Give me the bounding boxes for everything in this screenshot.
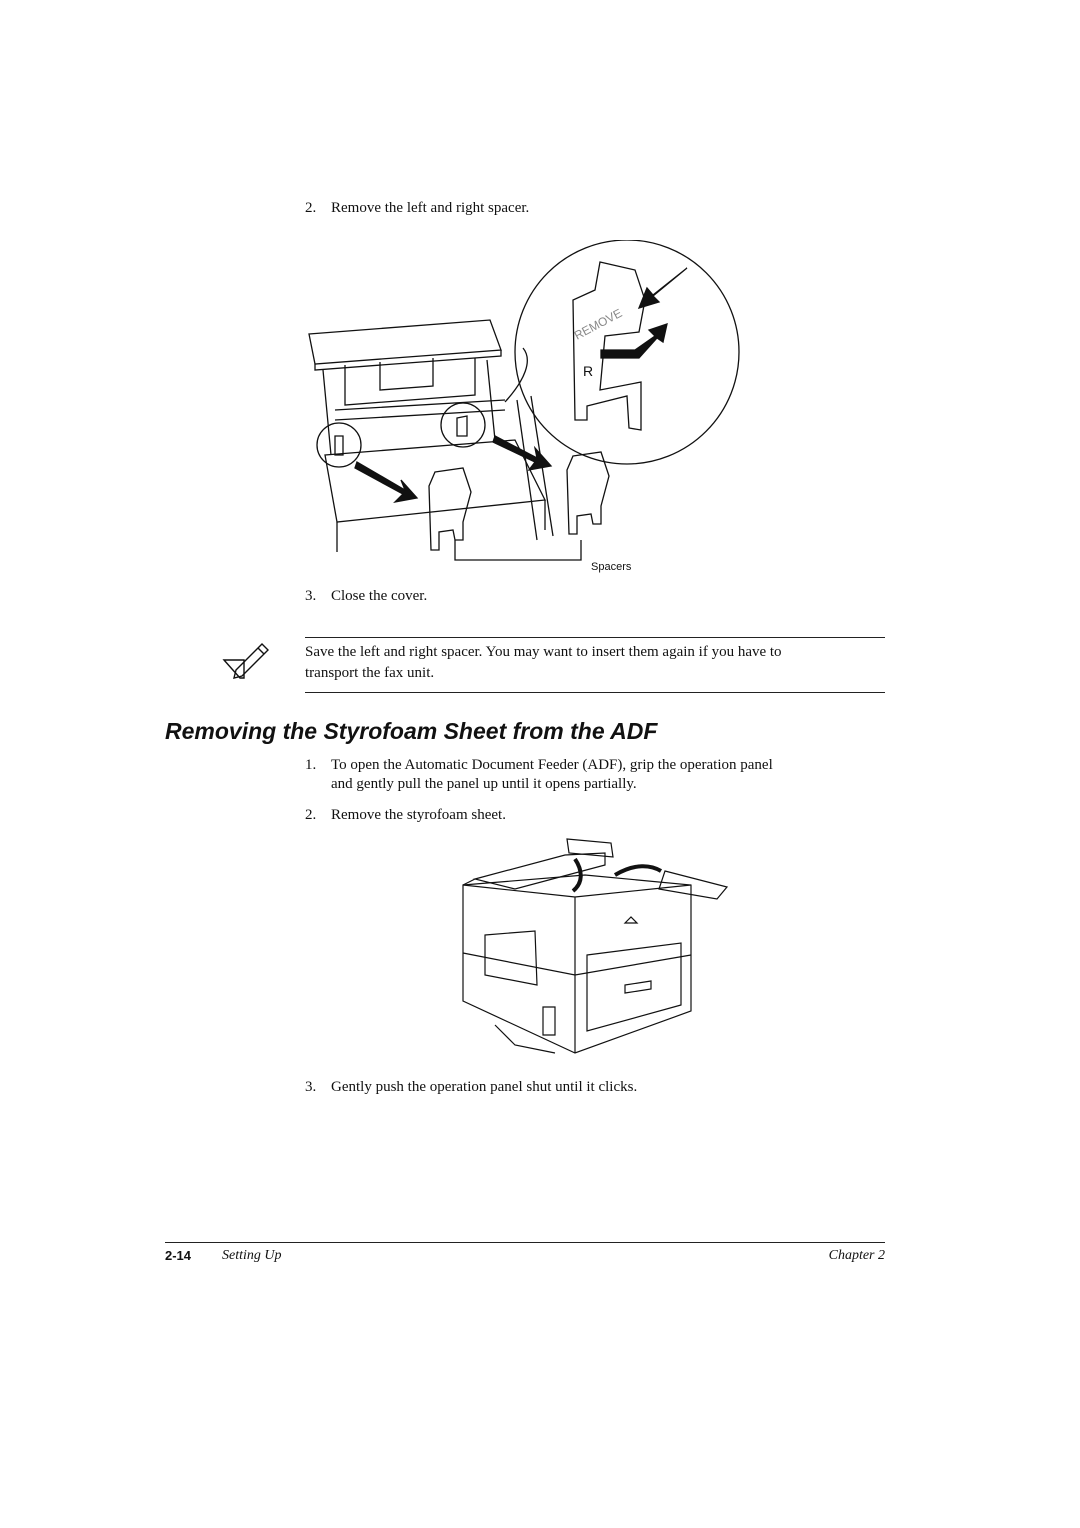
pencil-note-icon bbox=[222, 643, 269, 679]
note-bottom-rule bbox=[305, 692, 885, 693]
footer-rule bbox=[165, 1242, 885, 1243]
step-text: Remove the left and right spacer. bbox=[331, 200, 530, 216]
step-number: 2. bbox=[305, 807, 317, 823]
note-line-2: transport the fax unit. bbox=[305, 665, 435, 681]
spacers-caption: Spacers bbox=[591, 561, 632, 573]
step-number: 1. bbox=[305, 757, 317, 773]
spacer-removal-illustration: REMOVE R Spacers bbox=[308, 240, 740, 573]
page-number: 2-14 bbox=[165, 1248, 192, 1263]
section-heading: Removing the Styrofoam Sheet from the AD… bbox=[165, 718, 658, 744]
step-text: Remove the styrofoam sheet. bbox=[331, 807, 506, 823]
removed-spacers bbox=[428, 451, 610, 561]
step-3-close-cover: 3. Close the cover. bbox=[305, 586, 427, 606]
operation-panel bbox=[472, 852, 606, 890]
spacer-letter: R bbox=[583, 363, 593, 379]
step-text: Gently push the operation panel shut unt… bbox=[331, 1079, 638, 1095]
step-text-line-1: To open the Automatic Document Feeder (A… bbox=[331, 757, 773, 773]
footer-section: Setting Up bbox=[222, 1248, 282, 1263]
remove-stamp: REMOVE bbox=[572, 306, 624, 343]
step-1-continuation: and gently pull the panel up until it op… bbox=[331, 776, 637, 792]
fax-unit-open-cover bbox=[308, 319, 554, 552]
styrofoam-sheet bbox=[658, 870, 729, 900]
fax-machine-illustration bbox=[462, 838, 729, 1054]
step-text: Close the cover. bbox=[331, 588, 428, 604]
note-text: Save the left and right spacer. You may … bbox=[305, 642, 885, 684]
step-1-open-adf: 1. To open the Automatic Document Feeder … bbox=[305, 755, 773, 775]
step-number: 3. bbox=[305, 588, 317, 604]
step-number: 2. bbox=[305, 200, 317, 216]
step-3-push-panel: 3. Gently push the operation panel shut u… bbox=[305, 1077, 637, 1097]
arrow-icons bbox=[354, 267, 688, 504]
step-number: 3. bbox=[305, 1079, 317, 1095]
step-2-remove-styrofoam: 2. Remove the styrofoam sheet. bbox=[305, 805, 506, 825]
footer-chapter: Chapter 2 bbox=[828, 1248, 885, 1263]
note-top-rule bbox=[305, 637, 885, 638]
note-line-1: Save the left and right spacer. You may … bbox=[305, 644, 782, 660]
step-2-remove-spacer: 2. Remove the left and right spacer. bbox=[305, 198, 529, 218]
